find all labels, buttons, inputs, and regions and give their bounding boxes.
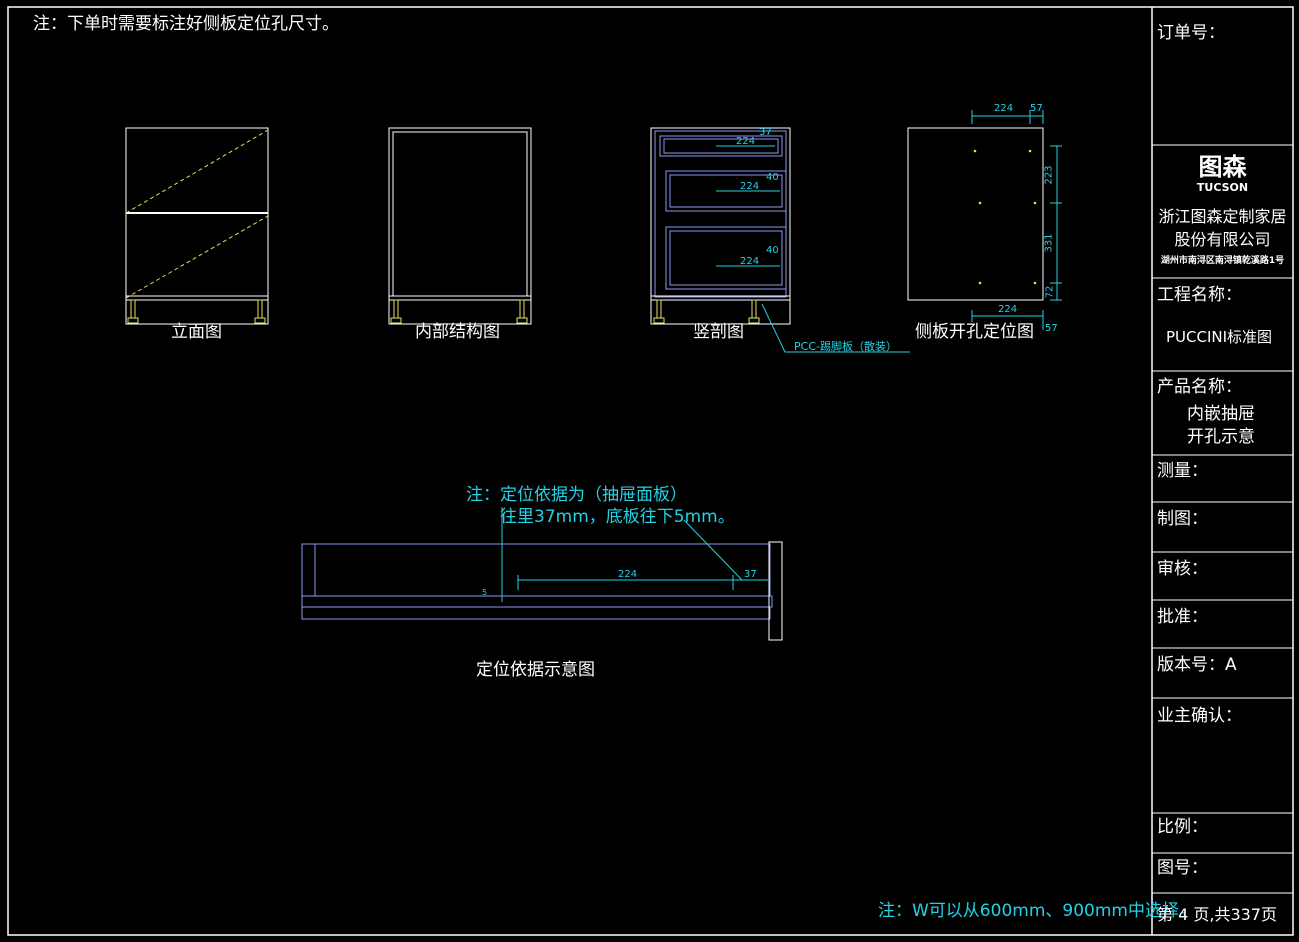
label-elevation: 立面图 (171, 322, 222, 342)
brand-cn: 图森 (1198, 153, 1247, 181)
reference-view (301, 507, 783, 641)
order-no-label: 订单号： (1157, 23, 1225, 43)
approve-label: 批准： (1157, 607, 1208, 627)
measure-label: 测量： (1157, 461, 1208, 481)
product-value-1: 内嵌抽屉 (1187, 404, 1255, 424)
sec-dim-3b: 40 (766, 245, 779, 256)
brand-en: TUCSON (1196, 181, 1249, 194)
sec-dim-2b: 40 (766, 172, 779, 183)
side-v1: 223 (1043, 165, 1055, 185)
kick-board-label: PCC-踢脚板（散装） (794, 340, 897, 353)
drawing-no-label: 图号： (1157, 858, 1208, 878)
bottom-note: 注：W可以从600mm、900mm中选择。 (878, 901, 1196, 921)
section-view (650, 127, 910, 353)
ref-dim-c: 5 (482, 588, 488, 597)
top-note: 注：下单时需要标注好侧板定位孔尺寸。 (33, 14, 339, 34)
side-top-b: 57 (1030, 103, 1043, 114)
owner-confirm-label: 业主确认： (1157, 706, 1242, 726)
side-top-a: 224 (994, 103, 1014, 114)
reference-note-line2: 往里37mm，底板往下5mm。 (500, 507, 735, 527)
drawn-label: 制图： (1157, 509, 1208, 529)
sec-dim-1b: 37 (759, 127, 772, 138)
product-value-2: 开孔示意 (1187, 427, 1255, 447)
side-hole-view (907, 110, 1062, 330)
product-label: 产品名称： (1157, 377, 1242, 397)
version-label: 版本号：A (1157, 655, 1237, 675)
sec-dim-2: 224 (740, 181, 760, 192)
reference-note-line1: 注：定位依据为（抽屉面板） (466, 485, 687, 505)
outer-frame (7, 6, 1294, 936)
side-v2: 331 (1043, 233, 1055, 253)
internal-view (388, 127, 532, 325)
label-section: 竖剖图 (693, 322, 744, 342)
scale-label: 比例： (1157, 817, 1208, 837)
review-label: 审核： (1157, 559, 1208, 579)
side-bottom-b: 57 (1045, 323, 1058, 334)
page-indicator: 第 4 页,共337页 (1157, 905, 1277, 924)
company-line2: 股份有限公司 (1174, 230, 1271, 249)
title-block-grid (1152, 144, 1293, 894)
sec-dim-1: 224 (736, 136, 756, 147)
project-value: PUCCINI标准图 (1166, 328, 1273, 346)
ref-dim-b: 37 (744, 569, 757, 580)
project-label: 工程名称： (1157, 285, 1242, 305)
ref-dim-a: 224 (618, 569, 638, 580)
label-internal: 内部结构图 (415, 322, 500, 342)
company-address: 湖州市南浔区南浔镇乾溪路1号 (1160, 256, 1285, 266)
sec-dim-3: 224 (740, 256, 760, 267)
elevation-view (125, 127, 269, 325)
side-bottom-a: 224 (998, 304, 1018, 315)
label-reference: 定位依据示意图 (476, 660, 595, 680)
side-v3: 72 (1044, 285, 1056, 299)
company-line1: 浙江图森定制家居 (1158, 207, 1287, 226)
label-side-holes: 侧板开孔定位图 (915, 322, 1034, 342)
